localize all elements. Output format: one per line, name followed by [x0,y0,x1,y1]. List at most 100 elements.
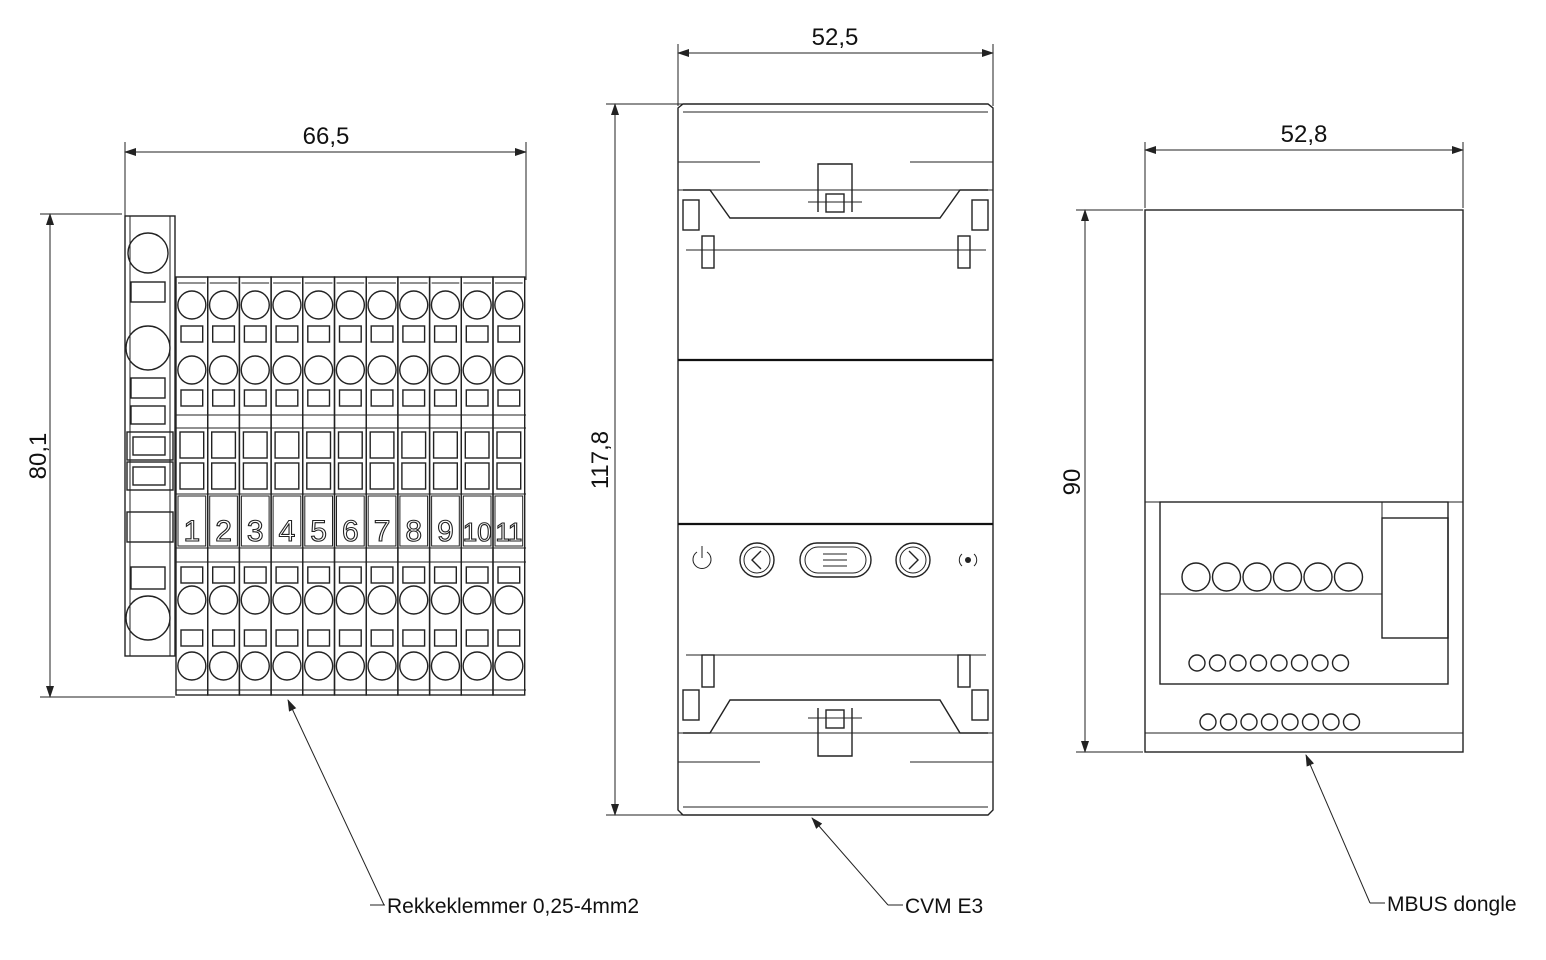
terminal-screw [335,355,366,385]
terminal-screw [462,651,492,681]
terminal-release [370,629,394,647]
terminal-release [497,629,521,647]
terminal-test-port [401,431,427,459]
terminal-module: 1 [175,276,209,696]
terminal-module: 6 [333,276,367,696]
terminal-test-port [464,431,490,459]
terminal-test-port [337,431,363,459]
terminal-release [275,629,299,647]
terminal-release [243,325,267,343]
terminal-number: 7 [374,515,391,548]
dongle-terminal [1333,562,1364,592]
terminal-screw [462,585,492,615]
dongle-led [1342,713,1361,731]
terminal-release [338,325,362,343]
terminal-release [465,629,489,647]
terminal-number: 4 [279,515,296,548]
terminal-callout: Rekkeklemmer 0,25-4mm2 [287,699,639,918]
terminal-end-plate [124,215,176,657]
terminal-screw [177,355,207,385]
terminal-release [402,566,426,584]
terminal-number: 2 [215,515,232,548]
terminal-screw [208,355,239,385]
dongle-height-label: 90 [1059,469,1086,496]
meter-callout-label: CVM E3 [905,895,983,918]
terminal-screw [367,290,397,320]
dongle-led [1208,654,1227,672]
terminal-module: 5 [302,276,336,696]
terminal-number-field [399,495,429,547]
terminal-module: 2 [206,276,241,696]
dongle-led [1199,713,1217,731]
terminal-screw [177,651,207,681]
terminal-release [180,389,204,407]
terminal-release [307,566,331,584]
terminal-release [370,325,394,343]
terminal-release [211,629,236,647]
terminal-height-dimension: 80,1 [25,213,175,698]
terminal-screw [208,290,239,320]
terminal-screw [240,290,270,320]
terminal-test-port [306,431,332,459]
terminal-screw [399,290,429,320]
dongle-led [1322,713,1340,731]
terminal-width-label: 66,5 [303,123,350,150]
terminal-module: 7 [365,276,399,696]
terminal-screw [240,651,270,681]
terminal-screw [430,585,461,615]
terminal-test-port [432,462,459,490]
terminal-module-outline [492,276,526,696]
dongle-terminal [1272,562,1303,592]
terminal-screw [399,651,429,681]
terminal-module: 11 [492,276,526,696]
terminal-test-port [306,462,332,490]
meter-height-label: 117,8 [587,431,614,489]
terminal-number-field [240,495,270,547]
terminal-release [307,629,331,647]
terminal-release [243,389,267,407]
chevron-left-icon[interactable] [739,542,775,578]
dongle-led [1281,713,1299,731]
terminal-release [402,325,426,343]
menu-icon[interactable] [799,542,872,578]
terminal-release [433,566,458,584]
terminal-test-port [401,462,427,490]
terminal-release [370,389,394,407]
terminal-number-field [209,495,238,547]
terminal-screw [367,585,397,615]
terminal-release [465,325,489,343]
terminal-test-port [210,462,237,490]
terminal-screw [335,290,366,320]
dongle-led [1311,654,1329,672]
chevron-right-icon[interactable] [895,542,931,578]
dongle-terminal [1242,562,1272,592]
terminal-release [307,389,331,407]
meter-height-dimension: 117,8 [587,103,720,816]
dongle-led [1240,713,1258,731]
terminal-release [180,566,204,584]
terminal-release [180,325,204,343]
terminal-screw [494,585,524,615]
terminal-screw [494,290,524,320]
terminal-release [433,389,458,407]
terminal-number: 6 [342,515,359,548]
terminal-screw [240,355,270,385]
terminal-test-port [369,431,395,459]
terminal-release [338,389,362,407]
terminal-release [433,629,458,647]
terminal-release [402,629,426,647]
dongle-led [1229,654,1247,672]
terminal-release [243,629,267,647]
terminal-release [338,629,362,647]
terminal-screw [367,355,397,385]
terminal-screw [208,651,239,681]
terminal-release [497,566,521,584]
terminal-release [465,566,489,584]
terminal-number: 5 [310,515,327,548]
terminal-release [211,325,236,343]
terminal-screw [272,355,302,385]
terminal-screw [272,585,302,615]
terminal-number-field [304,495,333,547]
